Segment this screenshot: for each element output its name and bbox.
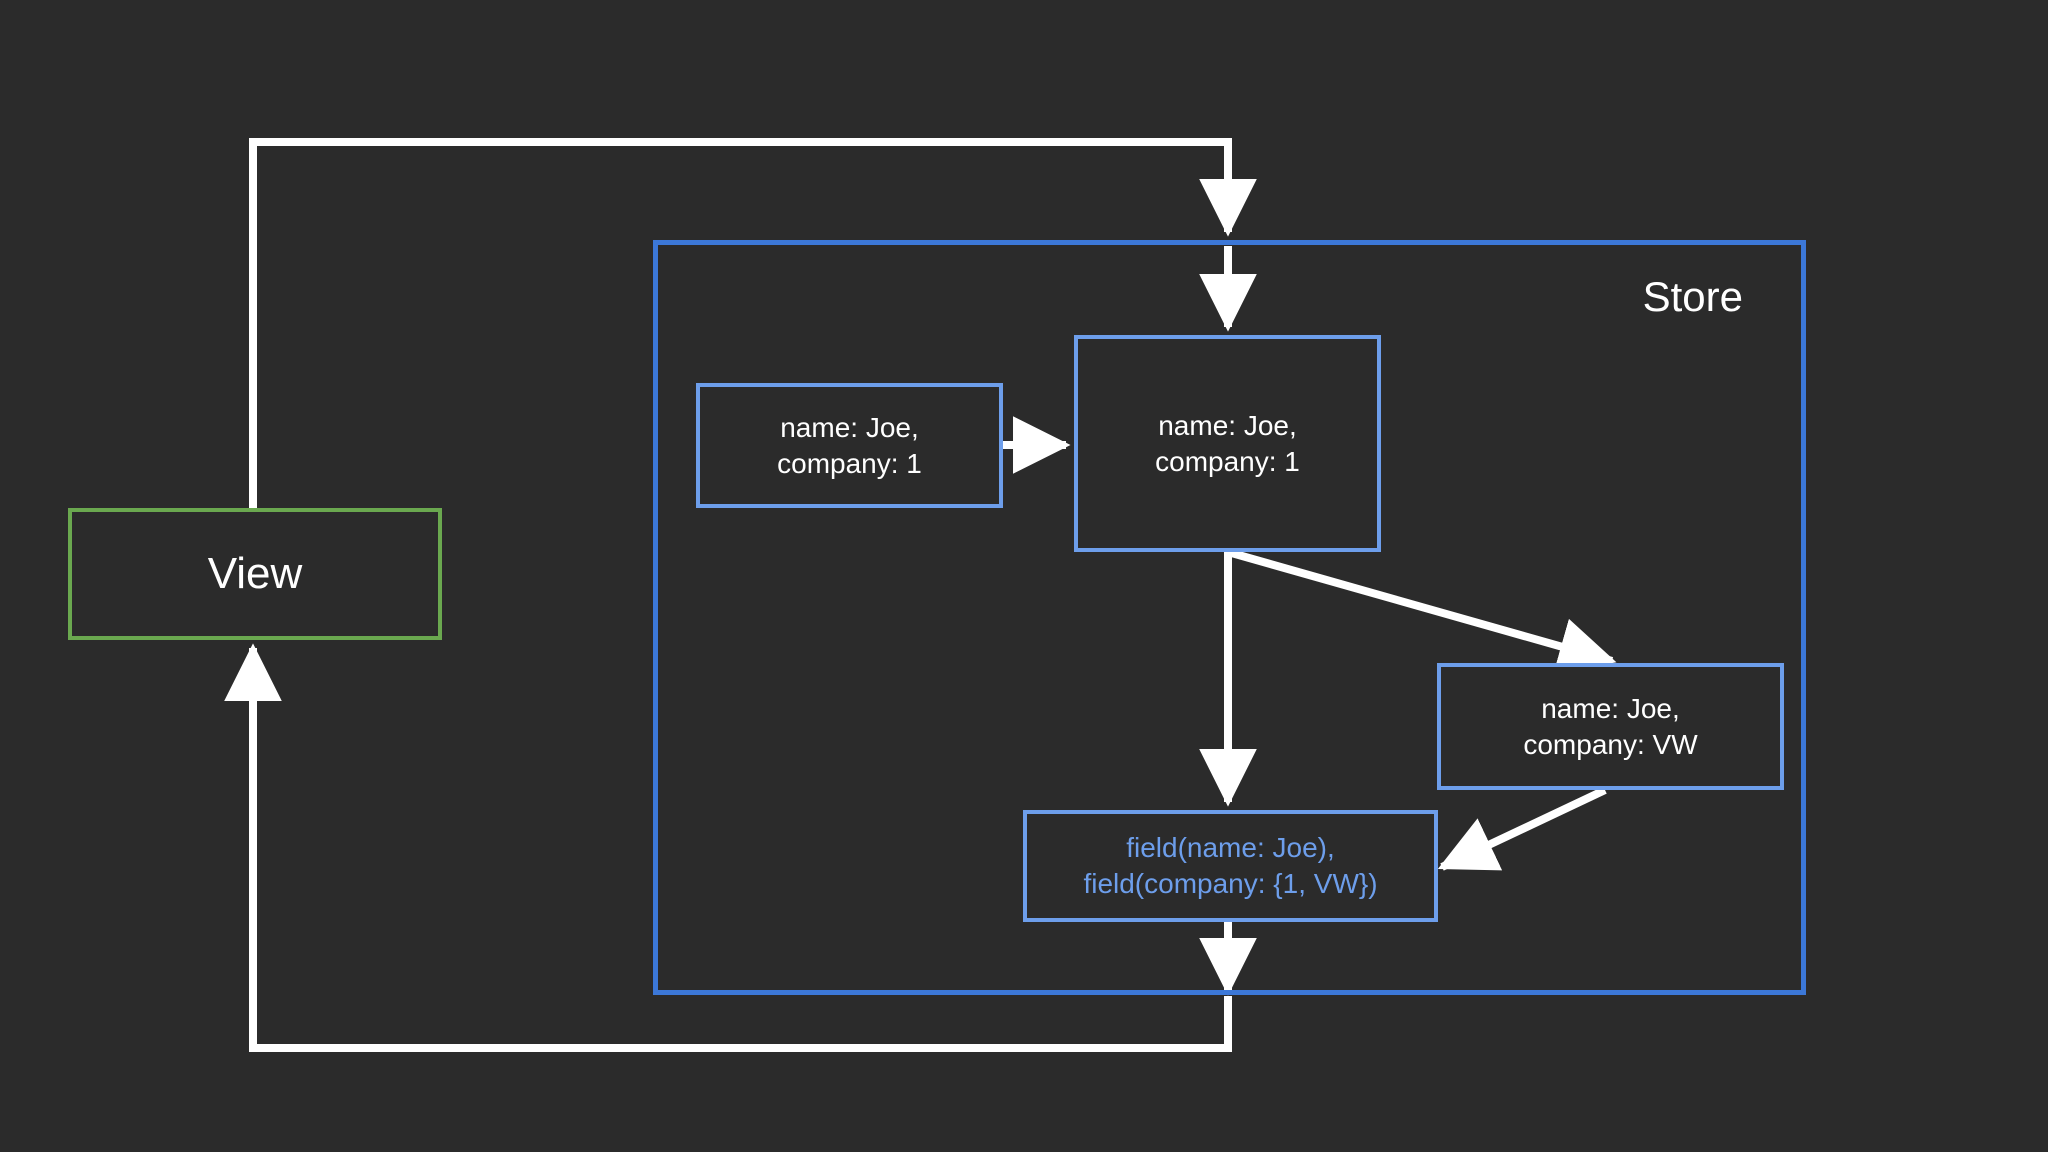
node-fields-record[interactable]: field(name: Joe), field(company: {1, VW}…: [1023, 810, 1438, 922]
view-node[interactable]: View: [68, 508, 442, 640]
store-container[interactable]: Store: [653, 240, 1806, 995]
node-current-record-label: name: Joe, company: 1: [1155, 409, 1300, 477]
node-updated-record[interactable]: name: Joe, company: VW: [1437, 663, 1784, 790]
node-current-record[interactable]: name: Joe, company: 1: [1074, 335, 1381, 552]
node-fields-record-label: field(name: Joe), field(company: {1, VW}…: [1083, 832, 1378, 899]
node-source-record[interactable]: name: Joe, company: 1: [696, 383, 1003, 508]
node-updated-record-label: name: Joe, company: VW: [1523, 692, 1698, 760]
store-label: Store: [1642, 273, 1743, 320]
node-source-record-label: name: Joe, company: 1: [777, 411, 922, 479]
view-node-label: View: [207, 548, 303, 598]
